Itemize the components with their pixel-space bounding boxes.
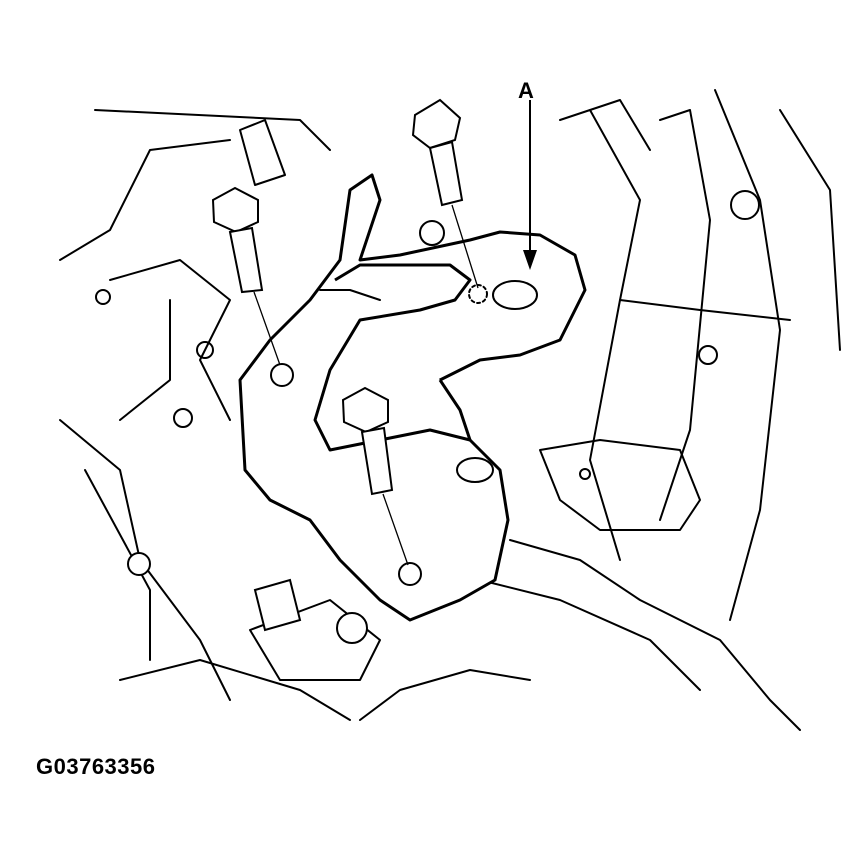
bolt-top <box>411 98 479 289</box>
engine-background <box>59 89 841 731</box>
callout-arrow <box>523 100 537 270</box>
bolt-center <box>341 386 409 566</box>
mount-bracket <box>238 173 587 622</box>
bolt-left <box>211 186 281 366</box>
figure-code: G03763356 <box>36 754 156 779</box>
callout-label: A <box>518 78 534 103</box>
